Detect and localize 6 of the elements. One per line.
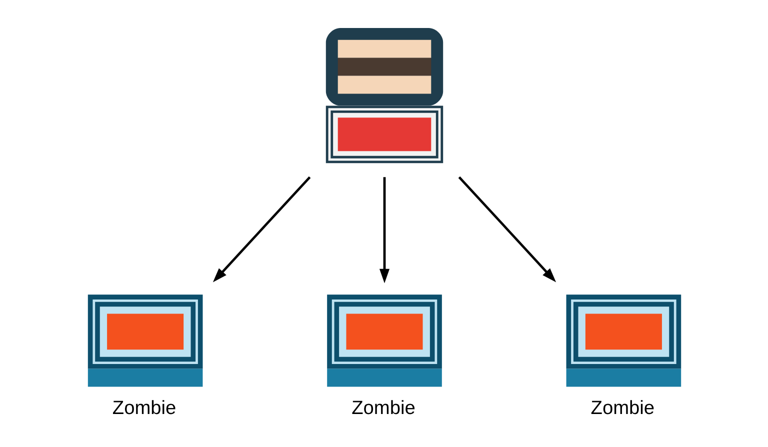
node-label: Zombie	[112, 398, 176, 420]
node-label: Zombie	[590, 398, 654, 420]
arrow	[212, 176, 310, 282]
arrow	[458, 176, 556, 282]
node-label: Zombie	[351, 398, 415, 420]
arrow	[378, 177, 390, 284]
